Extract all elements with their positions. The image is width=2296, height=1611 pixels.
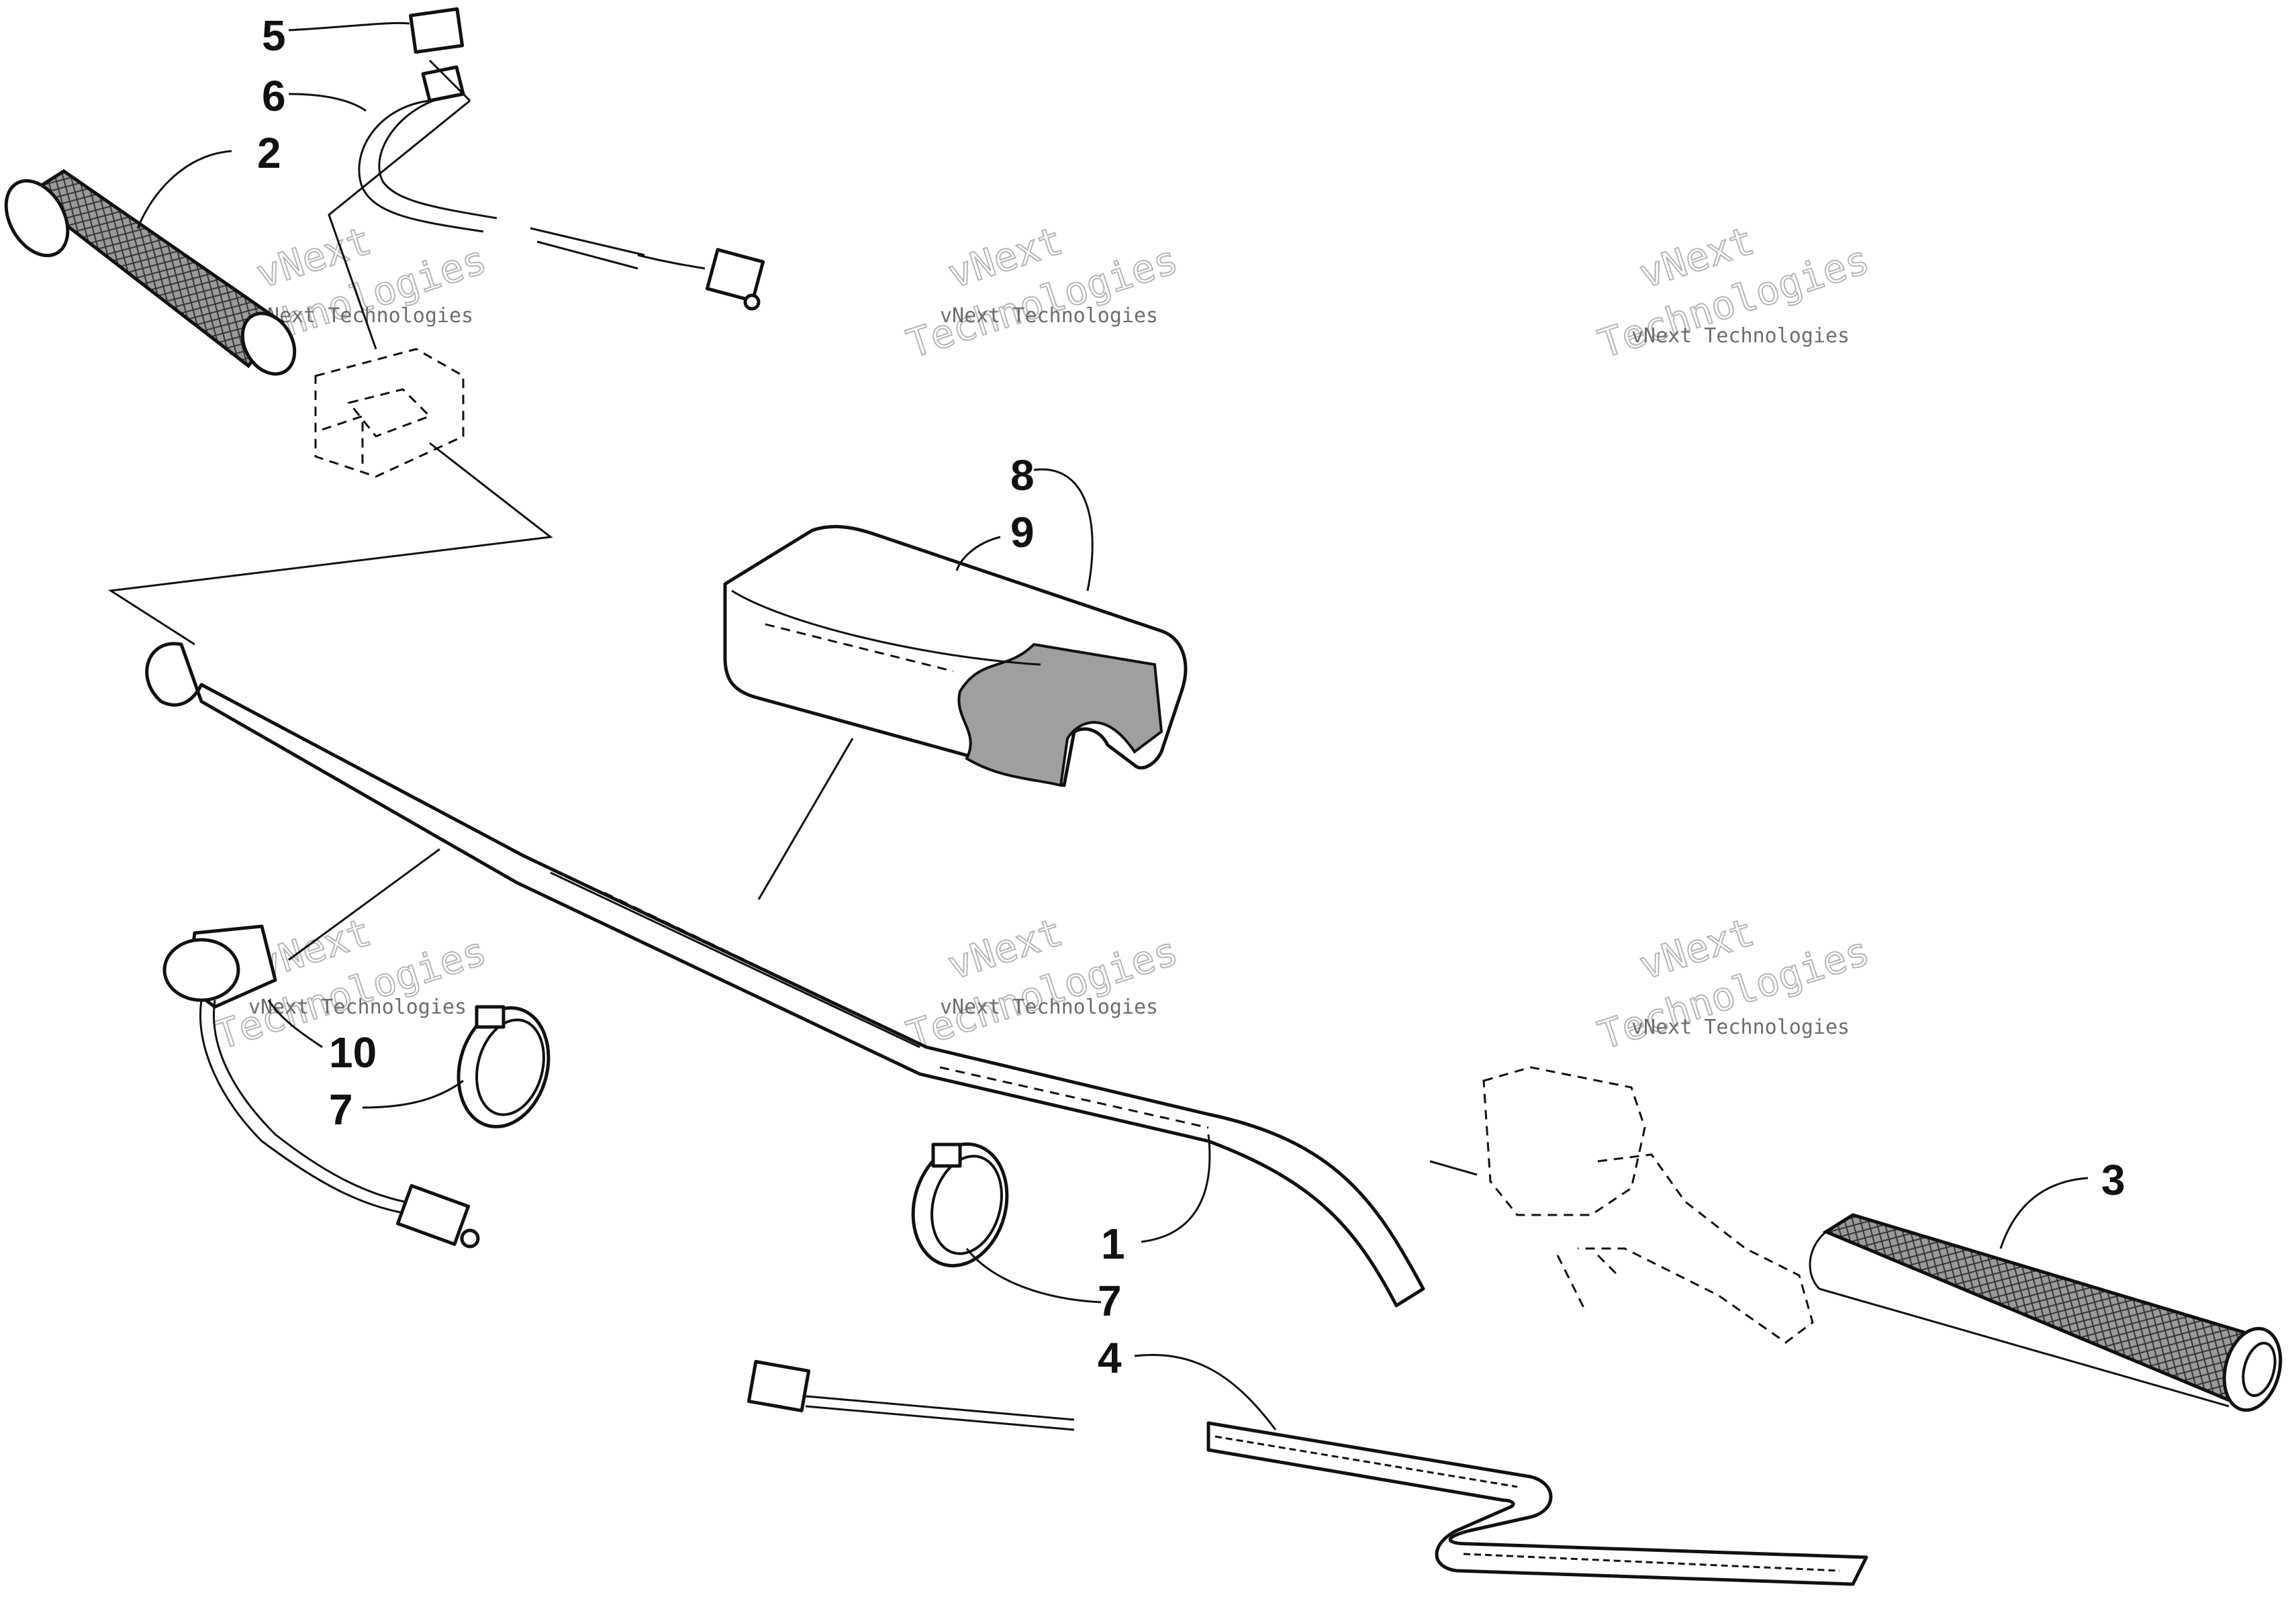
handlebar-pad-part-8-9	[723, 525, 1188, 787]
watermark-small: vNext Technologies	[1631, 324, 1850, 348]
callout-labels: 1 2 3 4 5 6 7 7 8 9 10	[257, 11, 2125, 1382]
callout-6: 6	[262, 72, 286, 120]
watermark-small: vNext Technologies	[1631, 1016, 1850, 1039]
callout-leaders	[136, 21, 2089, 1430]
callout-3: 3	[2101, 1156, 2125, 1204]
watermark: vNext Technologies vNext Technologies	[1592, 217, 1876, 368]
clamp-part-7-upper	[457, 1005, 551, 1129]
callout-4: 4	[1098, 1334, 1122, 1382]
watermark: vNext Technologies vNext Technologies	[901, 908, 1184, 1059]
callout-1: 1	[1101, 1220, 1125, 1268]
guide-lines	[107, 59, 1478, 1176]
callout-8: 8	[1010, 451, 1035, 499]
callout-5: 5	[262, 11, 286, 60]
brake-master-cylinder-phantom	[1482, 1066, 1814, 1344]
watermark: vNext Technologies vNext Technologies	[1592, 908, 1876, 1059]
right-grip-part-3	[1809, 1213, 2283, 1412]
watermark-small: vNext Technologies	[940, 995, 1158, 1019]
callout-10: 10	[329, 1028, 377, 1077]
switch-housing-phantom	[314, 348, 465, 478]
callout-2: 2	[257, 129, 281, 177]
callout-7-upper: 7	[329, 1085, 353, 1134]
callout-9: 9	[1010, 508, 1035, 556]
watermark-small: vNext Technologies	[248, 995, 467, 1019]
heating-element-part-4	[747, 1360, 1868, 1586]
watermark: vNext Technologies vNext Technologies	[901, 217, 1184, 368]
handlebar-part-1	[145, 642, 1425, 1308]
watermark-small: vNext Technologies	[940, 304, 1158, 328]
left-grip-part-2	[4, 168, 297, 376]
callout-7-lower: 7	[1098, 1277, 1122, 1325]
switch-part-10	[162, 924, 480, 1249]
connector-pad-part-5	[409, 7, 465, 54]
clamp-part-7-lower	[911, 1142, 1009, 1268]
